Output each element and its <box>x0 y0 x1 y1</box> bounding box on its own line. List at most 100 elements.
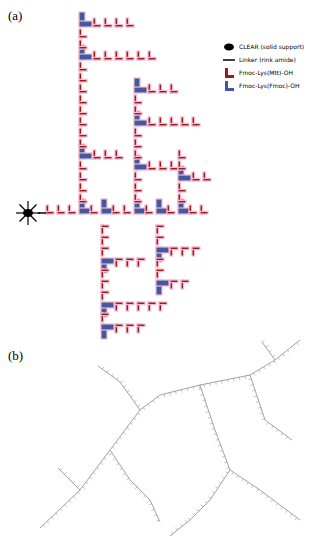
residue-block <box>104 156 112 159</box>
residue-block <box>178 175 191 181</box>
residue-block <box>192 247 200 250</box>
residue-block <box>134 200 142 203</box>
residue-block <box>90 211 98 214</box>
residue-block <box>137 324 145 327</box>
residue-block <box>79 46 87 49</box>
residue-block <box>178 189 186 192</box>
residue-block <box>79 68 87 71</box>
residue-block <box>57 211 65 214</box>
legend-text: Fmoc-Lys(Fmoc)-OH <box>239 82 299 89</box>
residue-block <box>115 24 123 27</box>
residue-block <box>178 156 186 159</box>
residue-block <box>137 302 145 305</box>
residue-block <box>200 211 208 214</box>
residue-block <box>79 90 87 93</box>
residue-block <box>156 247 169 253</box>
residue-block <box>156 269 164 272</box>
dendrimer-a <box>46 12 211 339</box>
residue-block <box>181 123 189 126</box>
legend-item: CLEAR (solid support) <box>222 40 304 53</box>
residue-block <box>104 24 112 27</box>
residue-block <box>79 153 92 159</box>
residue-block <box>156 236 164 239</box>
residue-block <box>79 21 92 27</box>
residue-block <box>79 112 87 115</box>
residue-block <box>134 134 142 137</box>
residue-block <box>101 302 114 308</box>
residue-block <box>181 280 189 283</box>
residue-block <box>159 167 167 170</box>
residue-block <box>178 200 186 203</box>
residue-block <box>101 313 109 316</box>
residue-block <box>167 211 175 214</box>
residue-block <box>93 57 101 60</box>
legend-text: Fmoc-Lys(Mtt)-OH <box>239 69 293 76</box>
residue-block <box>148 302 156 305</box>
residue-block <box>101 280 109 283</box>
residue-block <box>115 258 123 261</box>
legend: CLEAR (solid support) Linker (rink amide)… <box>222 40 304 92</box>
residue-block <box>79 123 87 126</box>
residue-block <box>115 156 123 159</box>
residue-block <box>79 101 87 104</box>
residue-block <box>79 167 87 170</box>
residue-block <box>115 302 123 305</box>
residue-block <box>101 324 114 330</box>
legend-text: CLEAR (solid support) <box>239 43 304 50</box>
residue-block <box>148 90 156 93</box>
residue-block <box>159 302 167 305</box>
residue-block <box>148 123 156 126</box>
residue-block <box>79 178 87 181</box>
residue-block <box>79 189 87 192</box>
residue-block <box>192 178 200 181</box>
legend-swatch <box>222 54 236 66</box>
residue-block <box>137 57 145 60</box>
residue-block <box>112 211 120 214</box>
residue-block <box>134 178 142 181</box>
residue-block <box>170 167 178 170</box>
residue-block <box>79 145 87 148</box>
legend-text: Linker (rink amide) <box>239 56 296 63</box>
residue-block <box>189 211 197 214</box>
residue-block <box>126 302 134 305</box>
residue-block <box>192 123 200 126</box>
residue-block <box>134 164 147 170</box>
residue-block <box>145 211 153 214</box>
residue-block <box>101 247 109 250</box>
residue-block <box>159 123 167 126</box>
residue-block <box>101 225 109 228</box>
residue-block <box>156 280 169 286</box>
residue-block <box>178 167 186 170</box>
legend-item: Fmoc-Lys(Mtt)-OH <box>222 66 304 79</box>
residue-block <box>126 324 134 327</box>
solid-support-symbol <box>16 201 40 225</box>
residue-block <box>101 269 109 272</box>
residue-block <box>170 123 178 126</box>
legend-item: Linker (rink amide) <box>222 53 304 66</box>
residue-block <box>148 167 156 170</box>
residue-block <box>156 258 164 261</box>
residue-block <box>115 57 123 60</box>
legend-item: Fmoc-Lys(Fmoc)-OH <box>222 79 304 92</box>
residue-block <box>170 90 178 93</box>
residue-block <box>181 247 189 250</box>
residue-block <box>126 57 134 60</box>
residue-block <box>79 200 87 203</box>
residue-block <box>134 189 142 192</box>
residue-block <box>134 156 142 159</box>
residue-block <box>134 145 142 148</box>
residue-block <box>134 87 147 93</box>
residue-block <box>93 156 101 159</box>
residue-block <box>170 247 178 250</box>
residue-block <box>79 35 87 38</box>
residue-block <box>170 280 178 283</box>
residue-block <box>46 211 54 214</box>
residue-block <box>159 90 167 93</box>
panel-label: (b) <box>8 348 23 364</box>
residue-block <box>134 120 147 126</box>
residue-block <box>123 211 131 214</box>
residue-block <box>137 258 145 261</box>
residue-block <box>156 225 164 228</box>
linker <box>38 212 46 214</box>
skeletal-structure-b <box>40 340 300 536</box>
